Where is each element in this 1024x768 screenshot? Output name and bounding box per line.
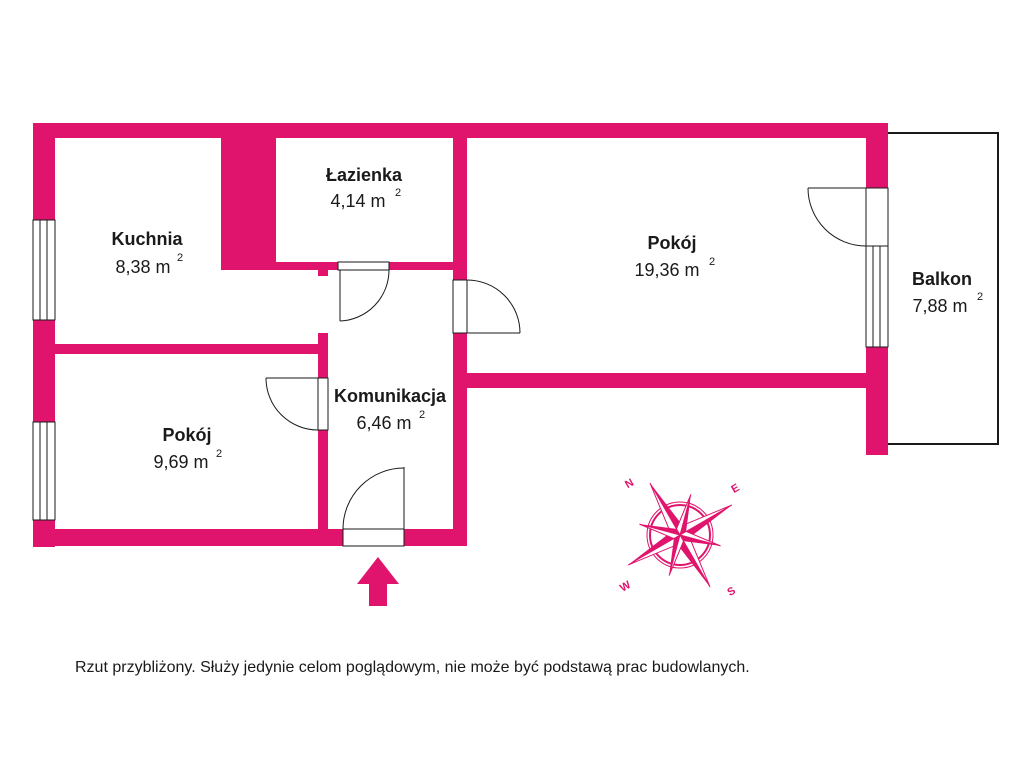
room-label-komunikacja: Komunikacja 6,46 m 2	[334, 386, 447, 433]
large-room-door	[452, 279, 521, 334]
room-label-balkon: Balkon 7,88 m 2	[912, 269, 983, 316]
room-area-superscript: 2	[216, 448, 222, 460]
room-name: Pokój	[162, 425, 211, 445]
room-name: Komunikacja	[334, 386, 447, 406]
room-area-superscript: 2	[709, 256, 715, 268]
room-label-lazienka: Łazienka 4,14 m 2	[326, 165, 403, 211]
room-name: Pokój	[647, 233, 696, 253]
room-area: 8,38 m	[115, 257, 170, 277]
compass-rose-icon: N E S W	[618, 477, 742, 599]
compass-north: N	[623, 477, 636, 491]
bathroom-door	[337, 261, 390, 322]
compass-south: S	[725, 585, 737, 599]
room-area-superscript: 2	[395, 187, 401, 199]
room-area-superscript: 2	[977, 291, 983, 303]
entrance-door	[342, 467, 405, 547]
room-label-pokoj-large: Pokój 19,36 m 2	[634, 233, 715, 280]
room-area: 19,36 m	[634, 260, 699, 280]
small-room-door	[265, 377, 329, 431]
room-area: 4,14 m	[330, 191, 385, 211]
room-label-kuchnia: Kuchnia 8,38 m 2	[111, 229, 183, 277]
arrow-up-icon	[357, 557, 399, 606]
room-area: 7,88 m	[912, 296, 967, 316]
room-name: Łazienka	[326, 165, 403, 185]
compass-east: E	[729, 482, 741, 496]
walls	[33, 123, 888, 547]
balcony-outline	[888, 132, 999, 445]
room-name: Kuchnia	[111, 229, 183, 249]
room-label-pokoj-small: Pokój 9,69 m 2	[153, 425, 222, 472]
room-area-superscript: 2	[177, 252, 183, 264]
room-area: 6,46 m	[356, 413, 411, 433]
disclaimer-text: Rzut przybliżony. Służy jedynie celom po…	[75, 659, 750, 676]
balcony-door	[807, 187, 889, 247]
doors	[265, 187, 889, 547]
room-area-superscript: 2	[419, 409, 425, 421]
room-area: 9,69 m	[153, 452, 208, 472]
compass-west: W	[618, 579, 634, 595]
room-name: Balkon	[912, 269, 972, 289]
